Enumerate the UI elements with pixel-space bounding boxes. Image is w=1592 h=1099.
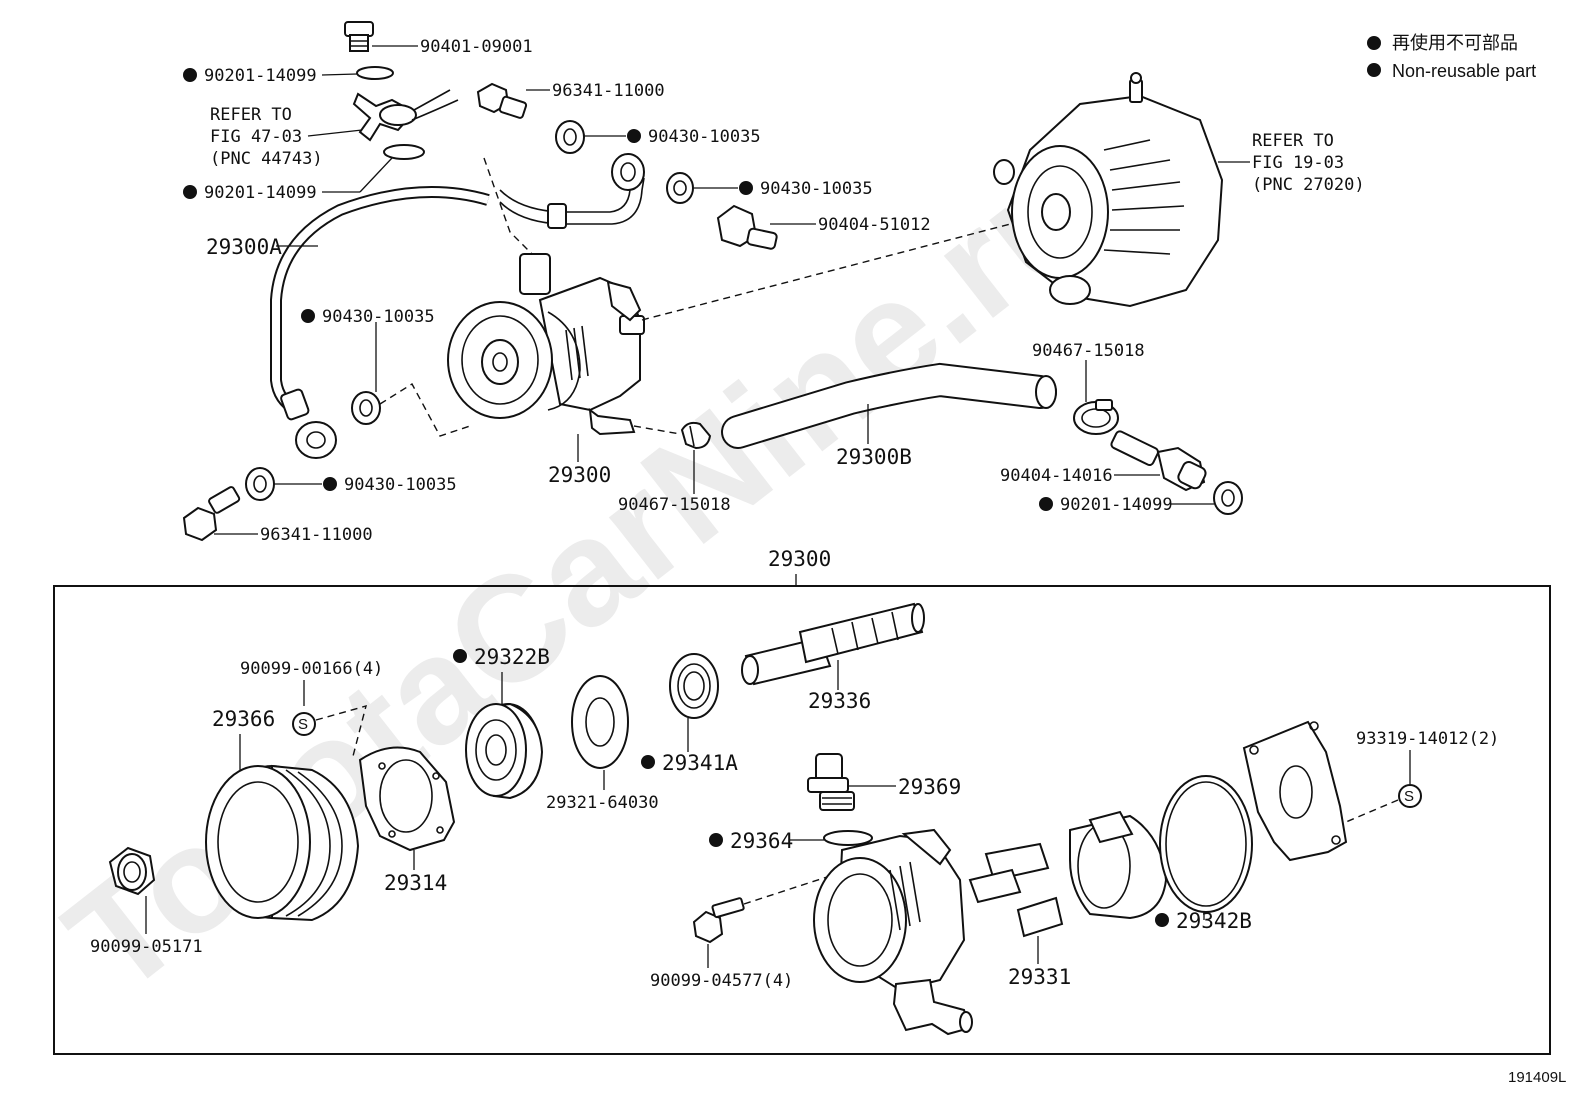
figure-code: 191409L bbox=[1508, 1069, 1566, 1086]
label-96341-11000-b[interactable]: 96341-11000 bbox=[260, 525, 373, 545]
legend-japanese: 再使用不可部品 bbox=[1392, 33, 1518, 53]
label-29366[interactable]: 29366 bbox=[212, 707, 275, 731]
hose-banjo-icon bbox=[295, 421, 337, 459]
non-reusable-bullet-icon bbox=[183, 68, 197, 82]
non-reusable-bullet-icon bbox=[453, 649, 467, 663]
label-29364[interactable]: 29364 bbox=[730, 829, 793, 853]
vane-icon bbox=[968, 842, 1064, 938]
label-29300A[interactable]: 29300A bbox=[206, 235, 282, 259]
label-29322B[interactable]: 29322B bbox=[474, 645, 550, 669]
refer-alternator-line3: (PNC 27020) bbox=[1252, 175, 1365, 195]
non-reusable-bullet-icon bbox=[301, 309, 315, 323]
union-fitting-icon bbox=[716, 204, 778, 250]
gasket-icon bbox=[555, 120, 585, 154]
label-90401-09001[interactable]: 90401-09001 bbox=[420, 37, 533, 57]
legend: 再使用不可部品 Non-reusable part bbox=[1367, 33, 1536, 81]
non-reusable-bullet-icon bbox=[323, 477, 337, 491]
washer-icon bbox=[571, 675, 629, 769]
label-90201-14099-b[interactable]: 90201-14099 bbox=[204, 183, 317, 203]
bearing-icon bbox=[465, 702, 544, 800]
hose-clip-icon bbox=[680, 421, 712, 450]
non-reusable-bullet-icon bbox=[1039, 497, 1053, 511]
non-reusable-bullet-icon bbox=[1367, 36, 1381, 50]
gasket-icon bbox=[245, 467, 275, 501]
rotor-shaft-icon bbox=[741, 602, 925, 686]
gasket-icon bbox=[351, 391, 381, 425]
label-29331[interactable]: 29331 bbox=[1008, 965, 1071, 989]
bolt-icon bbox=[692, 897, 745, 944]
label-90099-04577[interactable]: 90099-04577(4) bbox=[650, 971, 793, 991]
refer-hose-line1: REFER TO bbox=[210, 105, 292, 125]
label-90099-00166[interactable]: 90099-00166(4) bbox=[240, 659, 383, 679]
gasket-icon bbox=[356, 66, 394, 80]
label-29342B[interactable]: 29342B bbox=[1176, 909, 1252, 933]
rotor-icon bbox=[1069, 810, 1168, 920]
label-29369[interactable]: 29369 bbox=[898, 775, 961, 799]
label-90404-51012[interactable]: 90404-51012 bbox=[818, 215, 931, 235]
refer-alternator-line2[interactable]: FIG 19-03 bbox=[1252, 153, 1344, 173]
gasket-icon bbox=[383, 144, 425, 160]
oil-seal-icon bbox=[669, 653, 719, 719]
label-90201-14099-a[interactable]: 90201-14099 bbox=[204, 66, 317, 86]
label-29321-64030[interactable]: 29321-64030 bbox=[546, 793, 659, 813]
screw-icon bbox=[1398, 784, 1422, 808]
plug-90401-09001-icon bbox=[344, 21, 374, 52]
label-29300[interactable]: 29300 bbox=[548, 463, 611, 487]
union-bolt-icon bbox=[182, 486, 241, 542]
label-29336[interactable]: 29336 bbox=[808, 689, 871, 713]
screw-icon bbox=[292, 712, 316, 736]
label-90201-14099-c[interactable]: 90201-14099 bbox=[1060, 495, 1173, 515]
pulley-icon bbox=[205, 764, 360, 922]
end-plate-icon bbox=[1242, 720, 1348, 862]
alternator-icon bbox=[993, 72, 1224, 308]
check-valve-icon bbox=[807, 753, 855, 811]
vacuum-hose-fitting-icon bbox=[352, 89, 459, 142]
assembly-29300-detail-box bbox=[53, 585, 1551, 1055]
union-bolt-icon bbox=[476, 82, 528, 119]
legend-english: Non-reusable part bbox=[1392, 61, 1536, 81]
refer-hose-line3: (PNC 44743) bbox=[210, 149, 323, 169]
gasket-icon bbox=[1213, 481, 1243, 515]
refer-alternator-line1: REFER TO bbox=[1252, 131, 1334, 151]
label-29300-box[interactable]: 29300 bbox=[768, 547, 831, 571]
non-reusable-bullet-icon bbox=[641, 755, 655, 769]
o-ring-icon bbox=[823, 830, 873, 846]
label-90430-10035-c[interactable]: 90430-10035 bbox=[322, 307, 435, 327]
non-reusable-bullet-icon bbox=[1367, 63, 1381, 77]
non-reusable-bullet-icon bbox=[627, 129, 641, 143]
label-90467-15018-b[interactable]: 90467-15018 bbox=[1032, 341, 1145, 361]
pump-housing-icon bbox=[813, 828, 973, 1036]
non-reusable-bullet-icon bbox=[709, 833, 723, 847]
non-reusable-bullet-icon bbox=[1155, 913, 1169, 927]
label-90404-14016[interactable]: 90404-14016 bbox=[1000, 466, 1113, 486]
hose-end-icon bbox=[1035, 375, 1057, 409]
label-90430-10035-b[interactable]: 90430-10035 bbox=[760, 179, 873, 199]
non-reusable-bullet-icon bbox=[739, 181, 753, 195]
svg-text:S: S bbox=[1404, 788, 1414, 805]
label-96341-11000-a[interactable]: 96341-11000 bbox=[552, 81, 665, 101]
label-90467-15018-a[interactable]: 90467-15018 bbox=[618, 495, 731, 515]
non-reusable-bullet-icon bbox=[183, 185, 197, 199]
label-29341A[interactable]: 29341A bbox=[662, 751, 738, 775]
label-90099-05171[interactable]: 90099-05171 bbox=[90, 937, 203, 957]
label-90430-10035-d[interactable]: 90430-10035 bbox=[344, 475, 457, 495]
label-93319-14012[interactable]: 93319-14012(2) bbox=[1356, 729, 1499, 749]
label-29300B[interactable]: 29300B bbox=[836, 445, 912, 469]
vacuum-pump-assembly-icon bbox=[447, 253, 645, 436]
gasket-icon bbox=[666, 172, 694, 204]
pipe-eye-icon bbox=[611, 153, 645, 191]
refer-hose-line2[interactable]: FIG 47-03 bbox=[210, 127, 302, 147]
bearing-retainer-plate-icon bbox=[358, 746, 456, 852]
union-nipple-icon bbox=[1110, 430, 1207, 492]
label-29314[interactable]: 29314 bbox=[384, 871, 447, 895]
hose-clip-icon bbox=[1073, 399, 1119, 435]
nut-icon bbox=[108, 846, 156, 896]
large-o-ring-icon bbox=[1159, 775, 1253, 913]
svg-text:S: S bbox=[298, 716, 308, 733]
label-90430-10035-a[interactable]: 90430-10035 bbox=[648, 127, 761, 147]
